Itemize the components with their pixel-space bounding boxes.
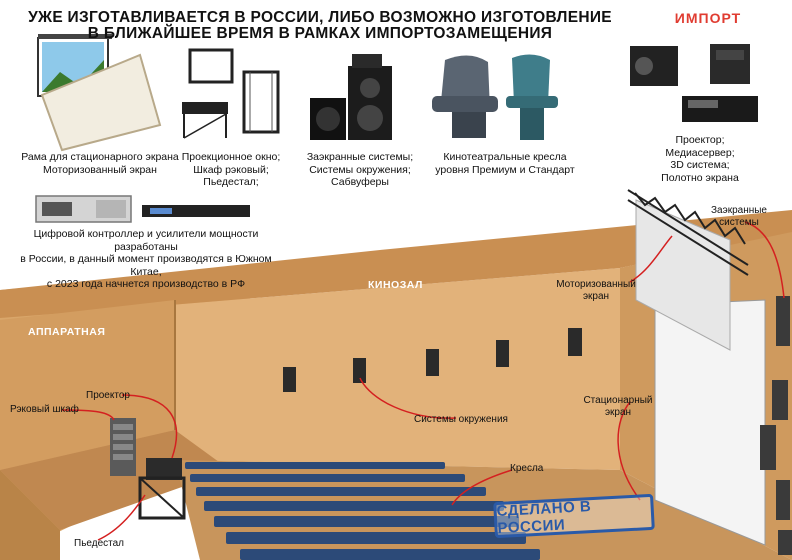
screen-truss bbox=[627, 189, 749, 276]
callout-surround: Системы окружения bbox=[414, 414, 508, 425]
caption-seats: Кинотеатральные кресла уровня Премиум и … bbox=[435, 151, 575, 176]
screen-speakers bbox=[760, 296, 792, 555]
caption-import: Проектор; Медиасервер; 3D система; Полот… bbox=[661, 134, 739, 184]
caption-controller: Цифровой контроллер и усилители мощности… bbox=[20, 228, 272, 290]
product-seats bbox=[432, 54, 558, 140]
projector-on-pedestal bbox=[138, 458, 186, 520]
callout-motor-screen: Моторизованный экран bbox=[556, 279, 636, 302]
motor-screen bbox=[635, 199, 731, 351]
room-label-hall: КИНОЗАЛ bbox=[368, 279, 423, 291]
caption-window: Проекционное окно; Шкаф рэковый; Пьедест… bbox=[181, 151, 281, 188]
hall-back-wall bbox=[170, 268, 620, 470]
callout-behind-screen: Заэкранные системы bbox=[711, 205, 767, 228]
screen-frame-icon bbox=[40, 53, 162, 152]
callout-seats: Кресла bbox=[510, 463, 544, 474]
product-import bbox=[630, 44, 758, 122]
callout-fixed-screen: Стационарный экран bbox=[583, 395, 653, 418]
product-motor-screen bbox=[37, 34, 162, 152]
seat-rows bbox=[185, 462, 540, 560]
callout-projector: Проектор bbox=[86, 390, 130, 401]
caption-screen: Рама для стационарного экрана Моторизова… bbox=[21, 151, 179, 176]
header-line-2: В БЛИЖАЙШЕЕ ВРЕМЯ В РАМКАХ ИМПОРТОЗАМЕЩЕ… bbox=[87, 25, 553, 42]
callout-leaders bbox=[61, 221, 785, 541]
product-window-rack bbox=[182, 48, 280, 139]
caption-speakers: Заэкранные системы; Системы окружения; С… bbox=[306, 151, 414, 188]
product-speakers bbox=[310, 54, 392, 140]
booth-front-wall bbox=[0, 470, 60, 560]
import-title: ИМПОРТ bbox=[674, 10, 742, 26]
surround-speakers bbox=[283, 328, 582, 392]
header-line-1: УЖЕ ИЗГОТАВЛИВАЕТСЯ В РОССИИ, ЛИБО ВОЗМО… bbox=[28, 9, 612, 26]
rack-cabinet bbox=[110, 418, 136, 476]
callout-pedestal: Пьедестал bbox=[74, 538, 124, 549]
hall-ceiling-edge bbox=[0, 210, 792, 318]
room-label-booth: АППАРАТНАЯ bbox=[28, 326, 106, 338]
product-controller bbox=[35, 195, 250, 223]
callout-rack: Рэковый шкаф bbox=[10, 404, 79, 415]
